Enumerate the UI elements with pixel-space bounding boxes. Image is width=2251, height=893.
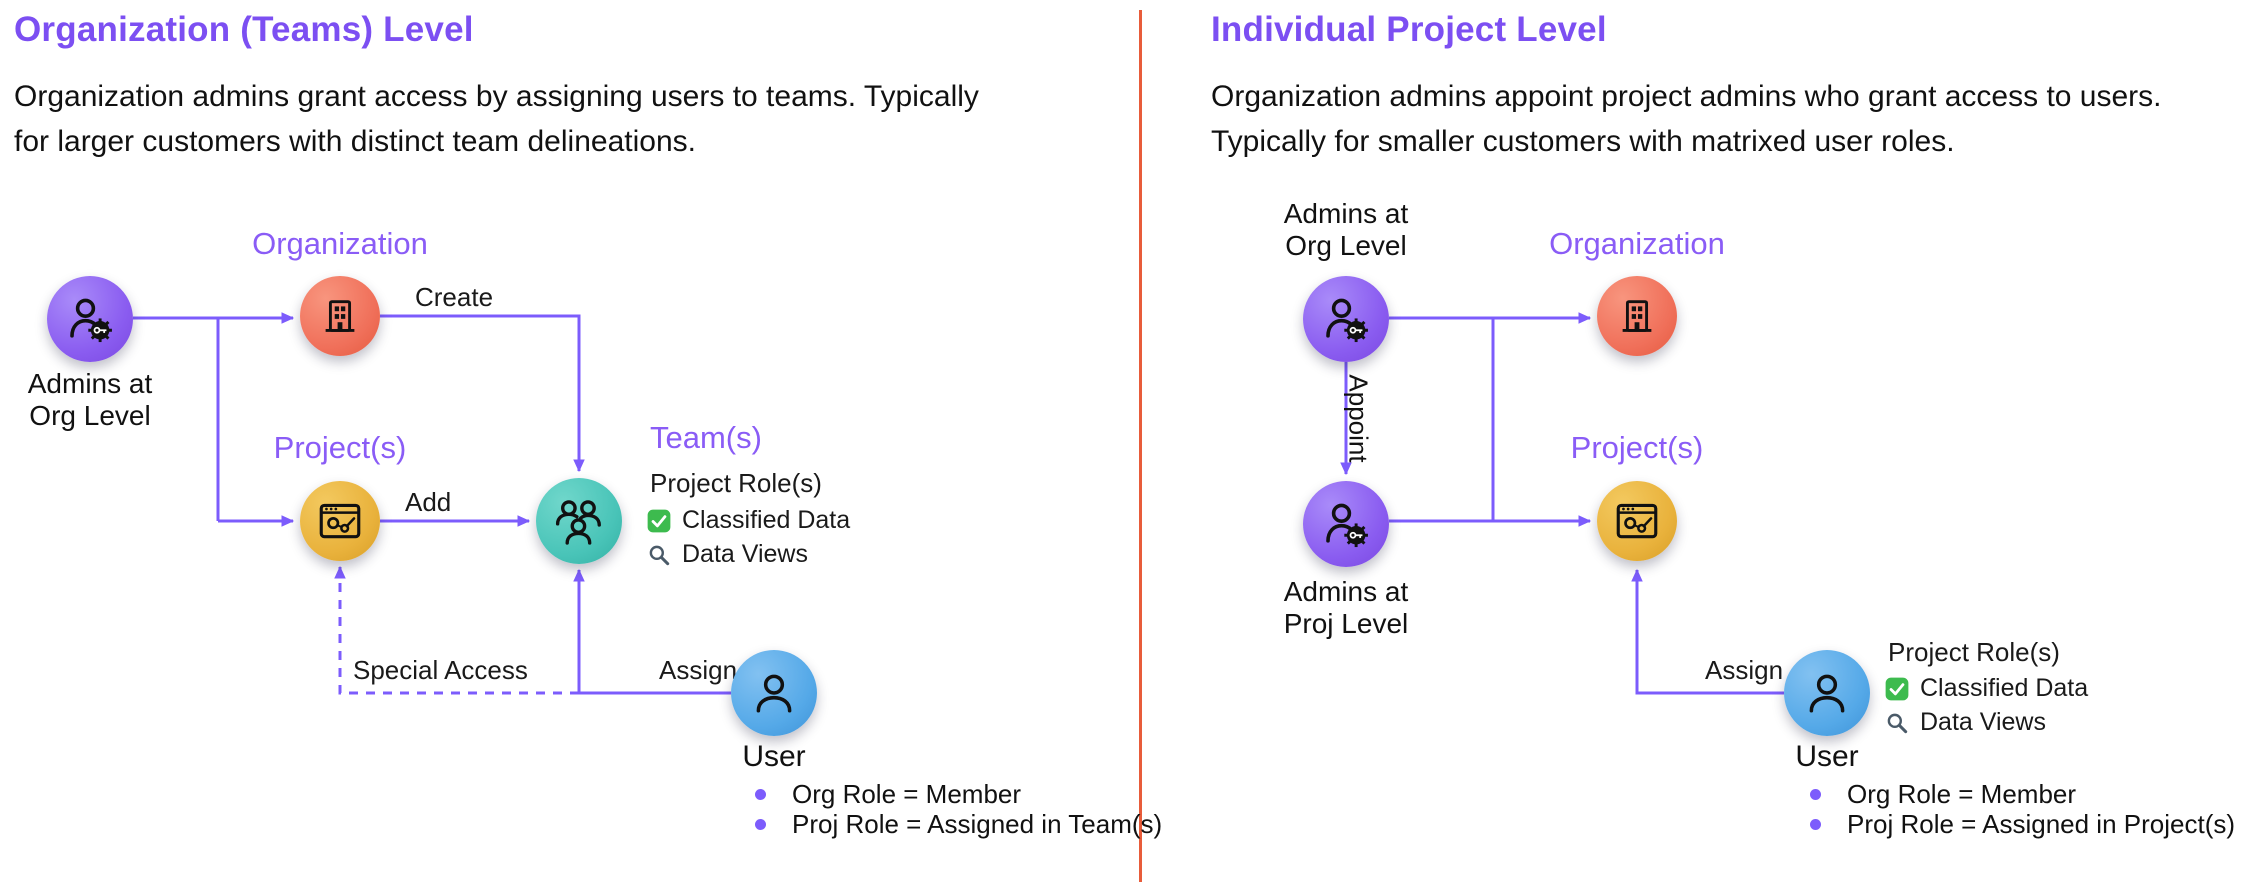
project-board-icon bbox=[1616, 503, 1658, 539]
admin-gear-icon bbox=[1326, 503, 1368, 548]
right-bullet-proj-role: Proj Role = Assigned in Project(s) bbox=[1810, 809, 2235, 840]
left-teams-label: Team(s) bbox=[650, 420, 762, 455]
right-user-label: User bbox=[1795, 740, 1859, 773]
right-organization-label: Organization bbox=[1549, 226, 1725, 261]
right-desc-line2: Typically for smaller customers with mat… bbox=[1211, 125, 1955, 158]
right-admins-org-label-line2: Org Level bbox=[1285, 230, 1407, 261]
right-projects-label: Project(s) bbox=[1570, 430, 1704, 465]
right-org-role-text: Org Role = Member bbox=[1847, 779, 2077, 809]
right-admins-proj-label-line1: Admins at bbox=[1283, 576, 1409, 607]
admin-gear-icon bbox=[1326, 298, 1368, 343]
team-people-icon bbox=[555, 500, 601, 545]
right-admins-org-label: Admins at Org Level bbox=[1256, 198, 1436, 262]
left-admins-org-node bbox=[47, 276, 133, 362]
admin-gear-icon bbox=[70, 298, 112, 343]
left-data-views-row: Data Views bbox=[646, 540, 808, 569]
left-teams-node bbox=[536, 478, 622, 564]
right-data-views-row: Data Views bbox=[1884, 708, 2046, 737]
left-panel-description: Organization admins grant access by assi… bbox=[14, 74, 1094, 164]
magnifier-icon bbox=[649, 545, 670, 565]
right-user-node bbox=[1784, 650, 1870, 736]
right-organization-node bbox=[1597, 276, 1677, 356]
left-data-views-label: Data Views bbox=[682, 540, 808, 568]
check-icon bbox=[1885, 677, 1909, 700]
right-proj-role-text: Proj Role = Assigned in Project(s) bbox=[1847, 809, 2236, 839]
panel-divider bbox=[1139, 10, 1142, 882]
bullet-dot bbox=[755, 789, 766, 800]
right-projects-node bbox=[1597, 481, 1677, 561]
bullet-dot bbox=[1810, 819, 1821, 830]
left-admins-org-label-line1: Admins at bbox=[27, 368, 153, 399]
right-admins-proj-label-line2: Proj Level bbox=[1283, 608, 1409, 639]
left-proj-role-text: Proj Role = Assigned in Team(s) bbox=[792, 809, 1163, 839]
right-desc-line1: Organization admins appoint project admi… bbox=[1211, 80, 2162, 113]
left-project-roles-heading: Project Role(s) bbox=[650, 468, 822, 498]
right-bullet-org-role: Org Role = Member bbox=[1810, 779, 2076, 810]
right-assign-edge-label: Assign bbox=[1705, 655, 1784, 685]
right-project-roles-heading: Project Role(s) bbox=[1888, 637, 2060, 667]
right-classified-data-label: Classified Data bbox=[1920, 674, 2089, 702]
left-desc-line1: Organization admins grant access by assi… bbox=[14, 80, 979, 113]
building-icon bbox=[1622, 300, 1652, 332]
right-admins-proj-node bbox=[1303, 481, 1389, 567]
user-person-icon bbox=[756, 674, 792, 713]
left-admins-org-label-line2: Org Level bbox=[29, 400, 151, 431]
left-desc-line2: for larger customers with distinct team … bbox=[14, 125, 696, 158]
left-create-edge-label: Create bbox=[415, 282, 494, 312]
left-organization-label: Organization bbox=[252, 226, 428, 261]
left-assign-edge-label: Assign bbox=[659, 655, 738, 685]
left-admins-org-label: Admins at Org Level bbox=[0, 368, 180, 432]
left-classified-data-label: Classified Data bbox=[682, 506, 851, 534]
right-admins-org-label-line1: Admins at bbox=[1283, 198, 1409, 229]
bullet-dot bbox=[755, 819, 766, 830]
left-special-access-edge-label: Special Access bbox=[353, 655, 528, 685]
left-user-label: User bbox=[742, 740, 806, 773]
right-classified-data-row: Classified Data bbox=[1884, 674, 2088, 703]
project-board-icon bbox=[319, 503, 361, 539]
left-org-role-text: Org Role = Member bbox=[792, 779, 1022, 809]
right-admins-org-node bbox=[1303, 276, 1389, 362]
left-add-edge-label: Add bbox=[405, 487, 452, 517]
right-panel-description: Organization admins appoint project admi… bbox=[1211, 74, 2251, 164]
left-organization-node bbox=[300, 276, 380, 356]
edge-user-assign-projects bbox=[1631, 568, 1784, 695]
user-person-icon bbox=[1809, 674, 1845, 713]
right-panel-title: Individual Project Level bbox=[1211, 10, 1607, 49]
right-admins-proj-label: Admins at Proj Level bbox=[1256, 576, 1436, 640]
edge-user-special-access-projects bbox=[334, 565, 579, 695]
left-user-node bbox=[731, 650, 817, 736]
check-icon bbox=[647, 509, 671, 532]
bullet-dot bbox=[1810, 789, 1821, 800]
edge-organization-create-teams bbox=[380, 314, 585, 473]
left-bullet-org-role: Org Role = Member bbox=[755, 779, 1021, 810]
left-panel-title: Organization (Teams) Level bbox=[14, 10, 474, 49]
left-projects-node bbox=[300, 481, 380, 561]
right-data-views-label: Data Views bbox=[1920, 708, 2046, 736]
left-projects-label: Project(s) bbox=[273, 430, 407, 465]
building-icon bbox=[325, 300, 355, 332]
right-appoint-edge-label: Appoint bbox=[1343, 374, 1374, 463]
left-classified-data-row: Classified Data bbox=[646, 506, 850, 535]
left-bullet-proj-role: Proj Role = Assigned in Team(s) bbox=[755, 809, 1162, 840]
magnifier-icon bbox=[1887, 713, 1908, 733]
